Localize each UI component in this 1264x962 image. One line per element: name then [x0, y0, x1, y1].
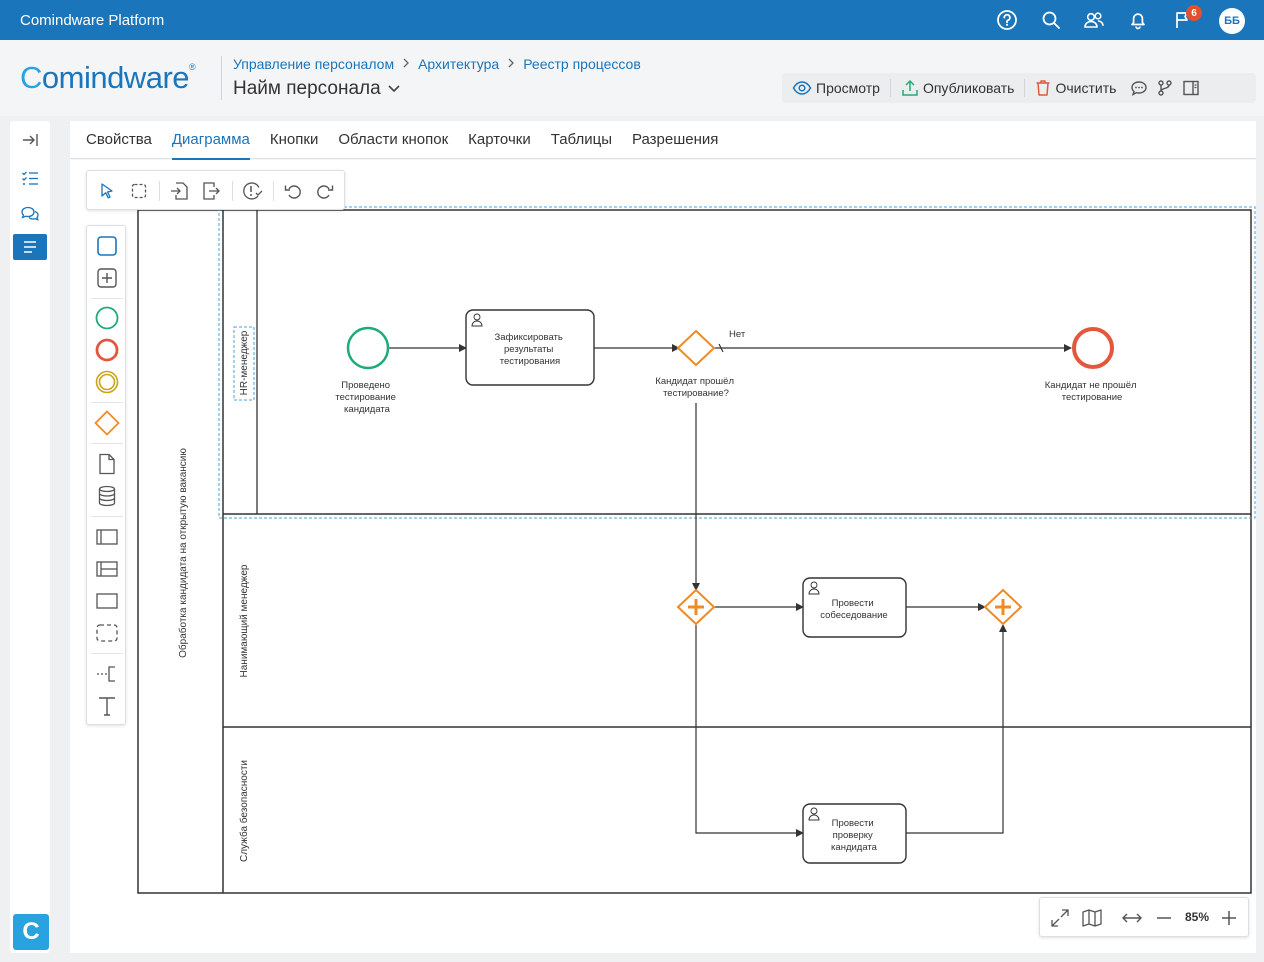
tab-tables[interactable]: Таблицы [550, 131, 612, 148]
palette-divider [91, 402, 123, 403]
tab-cards[interactable]: Карточки [468, 131, 531, 148]
element-palette [86, 225, 126, 725]
page-header: Comindware® Управление персоналом Архите… [0, 40, 1264, 116]
palette-divider [91, 298, 123, 299]
actions-divider [1024, 79, 1026, 97]
branch-icon[interactable] [1152, 73, 1178, 103]
intermediate-event-shape-icon[interactable] [94, 369, 120, 395]
palette-divider [91, 443, 123, 444]
export-icon[interactable] [199, 179, 223, 203]
chevron-down-icon [387, 78, 401, 100]
comment-icon[interactable] [1126, 73, 1152, 103]
task-shape-icon[interactable] [94, 233, 120, 259]
tab-properties[interactable]: Свойства [86, 131, 152, 148]
eye-icon [792, 80, 812, 96]
chevron-right-icon [507, 57, 515, 71]
breadcrumb: Управление персоналом Архитектура Реестр… [233, 56, 641, 72]
chat-icon[interactable] [13, 201, 47, 227]
chevron-right-icon [402, 57, 410, 71]
minimap-icon[interactable] [1080, 906, 1104, 930]
zoom-in-icon[interactable] [1217, 906, 1241, 930]
document-shape-icon[interactable] [94, 451, 120, 477]
palette-divider [91, 653, 123, 654]
toolbar-divider [159, 181, 160, 201]
top-bar: Comindware Platform 6 ББ [0, 0, 1264, 40]
pointer-icon[interactable] [95, 179, 119, 203]
search-icon[interactable] [1040, 9, 1062, 31]
rectangle-shape-icon[interactable] [94, 588, 120, 614]
start-event-shape-icon[interactable] [94, 305, 120, 331]
bell-icon[interactable] [1127, 9, 1149, 31]
fullscreen-icon[interactable] [1048, 906, 1072, 930]
group-shape-icon[interactable] [94, 620, 120, 646]
tab-buttons[interactable]: Кнопки [269, 131, 319, 148]
import-icon[interactable] [167, 179, 191, 203]
breadcrumb-item[interactable]: Архитектура [418, 56, 500, 72]
zoom-out-icon[interactable] [1152, 906, 1176, 930]
notification-badge: 6 [1186, 5, 1202, 21]
diagram-canvas[interactable] [70, 160, 1256, 953]
panel-icon[interactable] [1178, 73, 1204, 103]
publish-button[interactable]: Опубликовать [891, 73, 1025, 103]
breadcrumb-item[interactable]: Реестр процессов [523, 56, 641, 72]
validate-icon[interactable] [240, 179, 264, 203]
help-icon[interactable] [996, 9, 1018, 31]
diagram-toolbar [86, 170, 345, 210]
toolbar-divider [273, 181, 274, 201]
comindware-logo: Comindware® [20, 60, 196, 95]
tab-bar: Свойства Диаграмма Кнопки Области кнопок… [70, 121, 1256, 160]
platform-logo-button[interactable]: C [13, 914, 49, 950]
left-rail [10, 121, 50, 953]
users-icon[interactable] [1083, 9, 1105, 31]
main-panel: Свойства Диаграмма Кнопки Области кнопок… [70, 121, 1256, 953]
view-button[interactable]: Просмотр [782, 73, 890, 103]
actions-divider [889, 79, 891, 97]
zoom-controls: 85% [1039, 897, 1249, 937]
clear-button[interactable]: Очистить [1025, 73, 1126, 103]
text-tool-icon[interactable] [94, 693, 120, 719]
zoom-level: 85% [1185, 910, 1210, 924]
upload-icon [901, 79, 919, 97]
header-actions: Просмотр Опубликовать Очистить [782, 73, 1256, 103]
checklist-icon[interactable] [13, 165, 47, 191]
redo-icon[interactable] [313, 179, 337, 203]
lasso-select-icon[interactable] [127, 179, 151, 203]
list-icon[interactable] [13, 234, 47, 260]
user-avatar[interactable]: ББ [1219, 8, 1245, 34]
subprocess-shape-icon[interactable] [94, 265, 120, 291]
gateway-shape-icon[interactable] [94, 410, 120, 436]
page-title[interactable]: Найм персонала [233, 78, 401, 100]
breadcrumb-item[interactable]: Управление персоналом [233, 56, 395, 72]
pool-shape-icon[interactable] [94, 524, 120, 550]
undo-icon[interactable] [281, 179, 305, 203]
database-shape-icon[interactable] [94, 483, 120, 509]
annotation-shape-icon[interactable] [94, 661, 120, 687]
end-event-shape-icon[interactable] [94, 337, 120, 363]
trash-icon [1035, 79, 1051, 97]
palette-divider [91, 516, 123, 517]
tab-permissions[interactable]: Разрешения [631, 131, 719, 148]
collapse-icon[interactable] [13, 127, 47, 153]
tab-diagram[interactable]: Диаграмма [171, 121, 250, 160]
header-divider [221, 56, 222, 100]
toolbar-divider [232, 181, 233, 201]
tab-button-areas[interactable]: Области кнопок [338, 131, 449, 148]
lanes-shape-icon[interactable] [94, 556, 120, 582]
fit-width-icon[interactable] [1120, 906, 1144, 930]
app-title: Comindware Platform [20, 12, 165, 29]
